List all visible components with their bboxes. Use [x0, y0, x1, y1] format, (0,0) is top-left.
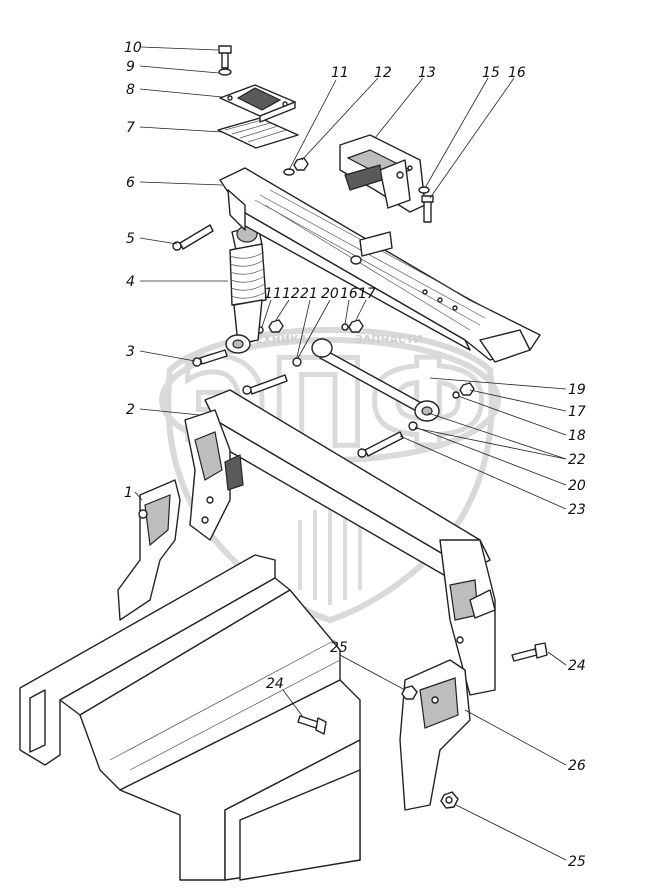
- bracket-part-26: [399, 659, 471, 811]
- callout-4: 4: [126, 274, 135, 290]
- callout-13: 13: [418, 65, 436, 81]
- pad-part-7: [217, 117, 299, 149]
- washer-part-15: [418, 186, 430, 194]
- nut-part-17-18: [452, 382, 475, 399]
- callout-12-mid: 12: [282, 286, 300, 302]
- callout-18: 18: [568, 428, 586, 444]
- spring-arm-part-6: [219, 167, 541, 363]
- callout-15: 15: [482, 65, 500, 81]
- callout-25-upper: 25: [330, 640, 348, 656]
- callout-16-top: 16: [508, 65, 526, 81]
- bolt-part-23: [357, 431, 404, 458]
- callout-23: 23: [568, 502, 586, 518]
- callout-20-mid: 20: [321, 286, 339, 302]
- callout-24-left: 24: [266, 676, 284, 692]
- watermark-right-text: ЗАПЧАСТИ: [355, 333, 423, 346]
- callout-21: 21: [300, 286, 318, 302]
- callout-11-mid: 11: [264, 286, 282, 302]
- callout-12-top: 12: [374, 65, 392, 81]
- bracket-part-1: [117, 479, 181, 621]
- callout-25-bottom: 25: [568, 854, 586, 870]
- watermark-left-text: ТЕХНИКА: [248, 333, 308, 346]
- rod-part-19: [311, 338, 440, 422]
- callout-labels: 10 9 8 7 6 5 4 3 2 1 11 12 13 15 16 11 1…: [124, 40, 586, 870]
- callout-16-mid: 16: [340, 286, 358, 302]
- callout-11-top: 11: [331, 65, 349, 81]
- bumper-part-8: [219, 84, 296, 123]
- washer-part-9: [218, 68, 232, 76]
- callout-6: 6: [126, 175, 135, 191]
- nut-part-25-upper: [401, 685, 418, 700]
- bolt-part-24-right: [511, 642, 548, 662]
- callout-9: 9: [126, 59, 135, 75]
- callout-17-mid: 17: [358, 286, 376, 302]
- callout-17-right: 17: [568, 404, 586, 420]
- washer-part-11-upper: [283, 168, 295, 176]
- callout-2: 2: [126, 402, 135, 418]
- nut-part-25-bottom: [440, 791, 459, 809]
- callout-26: 26: [568, 758, 586, 774]
- nut-part-16-17-lower: [341, 319, 364, 333]
- callout-19: 19: [568, 382, 586, 398]
- callout-24-right: 24: [568, 658, 586, 674]
- callout-3: 3: [126, 344, 135, 360]
- bolt-part-24-left: [297, 715, 327, 735]
- callout-20-right: 20: [568, 478, 586, 494]
- callout-8: 8: [126, 82, 135, 98]
- leader-lines: [134, 46, 567, 861]
- callout-22: 22: [568, 452, 586, 468]
- bolt-part-5: [172, 224, 214, 251]
- callout-5: 5: [126, 231, 135, 247]
- callout-10: 10: [124, 40, 142, 56]
- callout-7: 7: [126, 120, 135, 136]
- cross-member-part-2: [184, 389, 496, 696]
- bolt-part-16-upper: [421, 195, 434, 223]
- bracket-part-13: [339, 134, 426, 213]
- bolt-long-upper: [242, 374, 288, 395]
- frame-rails: [19, 554, 361, 881]
- bolt-part-3: [192, 349, 228, 367]
- callout-1: 1: [124, 485, 133, 501]
- nut-part-12-upper: [293, 157, 309, 171]
- bolt-part-10: [218, 45, 232, 69]
